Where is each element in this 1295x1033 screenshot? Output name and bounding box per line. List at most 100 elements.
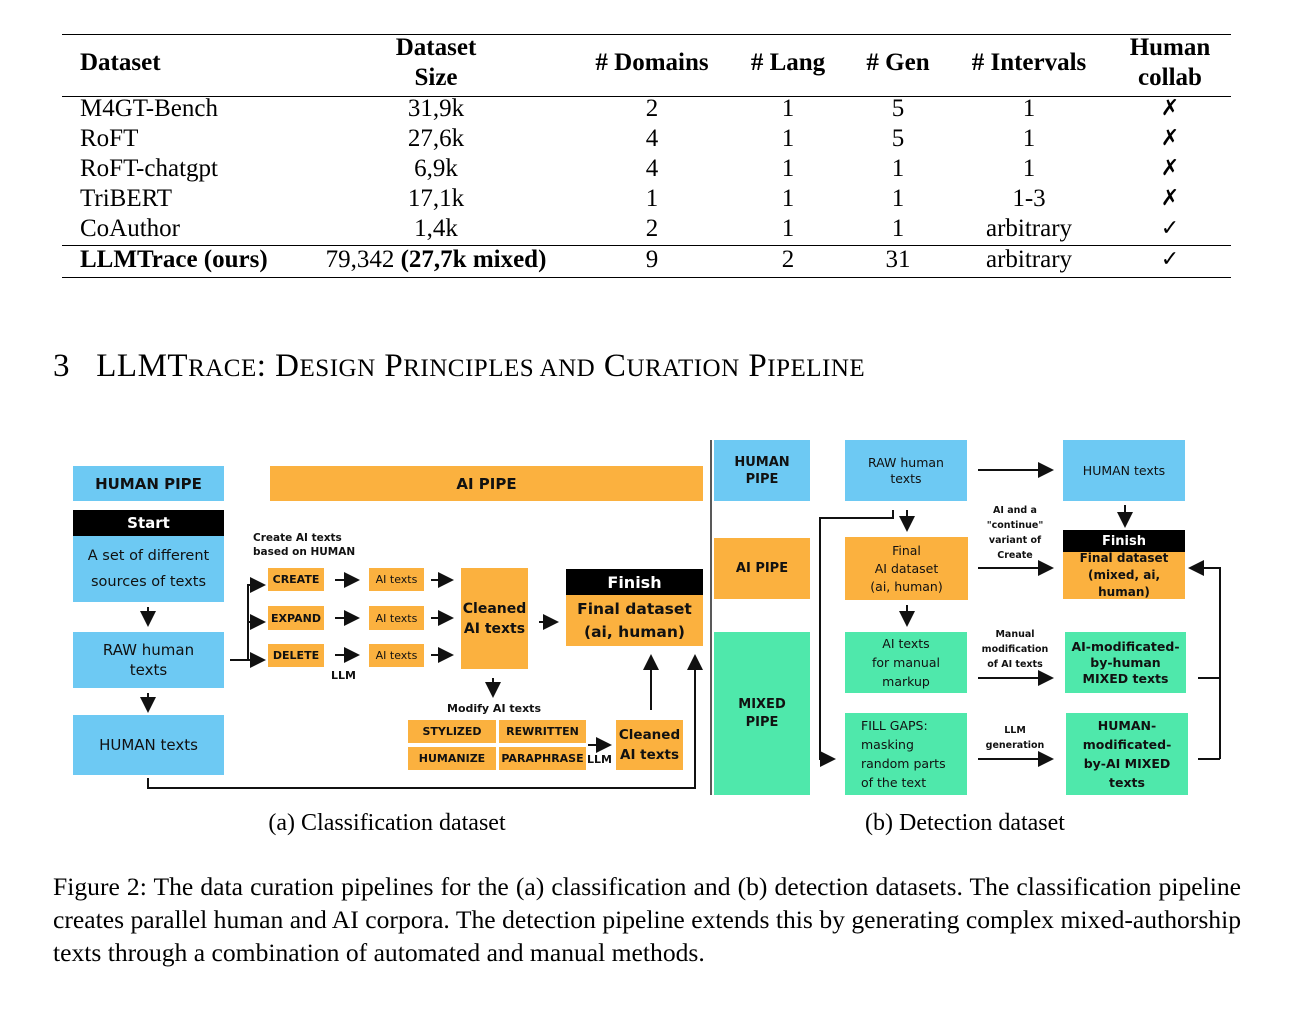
sources-box: A set of different sources of texts [73,536,224,602]
final-dataset-box: Final dataset (ai, human) [566,595,703,646]
finish-label: Finish [566,569,703,595]
table-cell: 5 [891,95,905,122]
stylized-op: STYLIZED [408,720,496,743]
table-cell: 4 [645,155,659,182]
table-cell: 1 [1022,95,1036,122]
table-cell: 2 [645,95,659,122]
table-cell: LLMTrace (ours) [80,246,268,273]
create-op: CREATE [268,568,324,591]
column-header: # Gen [866,49,930,76]
ai-texts-manual-box: AI texts for manual markup [845,632,967,693]
ai-texts-box: AI texts [369,606,424,630]
table-cell: 1 [781,125,795,152]
create-ai-label: Create AI texts based on HUMAN [253,532,356,558]
ai-texts-box: AI texts [369,644,424,667]
continue-label: AI and a "continue" variant of Create [986,505,1044,561]
table-mid-rule [62,245,1231,246]
section-title: LLMTRACE: DESIGN PRINCIPLES AND CURATION… [96,348,866,384]
humanize-op: HUMANIZE [408,747,496,770]
table-cell: 1 [645,185,659,212]
table-cell: 1-3 [1012,185,1046,212]
table-cell: 1 [1022,155,1036,182]
table-cell: 1 [891,185,905,212]
table-cell: 9 [645,246,659,273]
fill-gaps-box: FILL GAPS: masking random parts of the t… [845,713,967,795]
table-top-rule [62,34,1231,35]
cleaned-ai-texts-box: Cleaned AI texts [461,568,528,669]
table-cell: 1 [1022,125,1036,152]
table-cell: RoFT [80,125,139,152]
table-cell: ✗ [1160,156,1180,181]
table-cell: 6,9k [414,155,458,182]
table-cell: ✗ [1160,126,1180,151]
table-cell: 1,4k [414,215,458,242]
manual-modification-label: Manual modification of AI texts [981,629,1049,670]
table-cell: ✗ [1160,186,1180,211]
column-header: Dataset Size [395,34,477,91]
table-cell: 1 [781,155,795,182]
caption-a: (a) Classification dataset [268,810,506,836]
table-cell: ✓ [1160,247,1180,272]
table-cell: 79,342 (27,7k mixed) [326,246,547,274]
arrow-icon [147,654,703,789]
table-cell: 5 [891,125,905,152]
table-cell: 2 [645,215,659,242]
arrow-icon [819,510,894,767]
size-value: 79,342 [325,246,401,273]
expand-op: EXPAND [268,606,324,630]
human-pipe-header: HUMAN PIPE [73,466,224,501]
table-cell: arbitrary [985,246,1073,273]
human-pipe-label: HUMAN PIPE [714,440,810,501]
table-bottom-rule [62,277,1231,278]
table-cell: 1 [891,215,905,242]
raw-human-texts-box: RAW human texts [845,440,967,501]
final-dataset-box: Final dataset (mixed, ai, human) [1063,551,1185,599]
table-cell: 1 [781,215,795,242]
modify-ai-label: Modify AI texts [447,702,541,715]
table-cell: 1 [781,95,795,122]
mixed-pipe-label: MIXED PIPE [714,632,810,795]
table-cell: 4 [645,125,659,152]
ai-pipe-label: AI PIPE [714,538,810,599]
raw-human-texts-box: RAW human texts [73,632,224,688]
delete-op: DELETE [268,644,324,667]
human-modified-by-ai-box: HUMAN- modificated- by-AI MIXED texts [1066,713,1188,795]
table-cell: ✗ [1160,96,1180,121]
table-cell: 27,6k [407,125,465,152]
rewritten-op: REWRITTEN [499,720,586,743]
table-cell: 1 [891,155,905,182]
table-cell: arbitrary [985,215,1073,242]
section-number: 3 [53,348,70,384]
cleaned-ai-texts-box-2: Cleaned AI texts [616,720,683,770]
table-cell: CoAuthor [80,215,180,242]
column-header: # Lang [750,49,826,76]
table-cell: 1 [781,185,795,212]
arrow-icon [247,577,266,660]
table-cell: ✓ [1160,216,1180,241]
final-ai-dataset-box: Final AI dataset (ai, human) [845,537,968,600]
paraphrase-op: PARAPHRASE [499,747,586,770]
human-texts-box: HUMAN texts [1063,440,1185,501]
table-cell: M4GT-Bench [80,95,218,122]
column-header: Dataset [80,49,161,76]
table-cell: TriBERT [80,185,173,212]
finish-label: Finish [1063,530,1185,552]
llm-label: LLM [331,669,356,682]
table-cell: 31,9k [407,95,465,122]
column-header: # Intervals [971,49,1087,76]
arrow-icon [1188,560,1221,679]
figure-caption: Figure 2: The data curation pipelines fo… [53,872,1241,967]
section-heading: 3 LLMTRACE: DESIGN PRINCIPLES AND CURATI… [53,348,865,385]
ai-pipe-header: AI PIPE [270,466,703,501]
llm-label: LLM [587,753,612,766]
table-header-rule [62,96,1231,97]
table-cell: RoFT-chatgpt [80,155,218,182]
table-cell: 2 [781,246,795,273]
start-label: Start [73,510,224,536]
ai-texts-box: AI texts [369,568,424,591]
human-texts-box: HUMAN texts [73,715,224,775]
column-header: Human collab [1129,34,1211,91]
table-cell: 31 [885,246,911,273]
llm-generation-label: LLM generation [985,725,1045,751]
